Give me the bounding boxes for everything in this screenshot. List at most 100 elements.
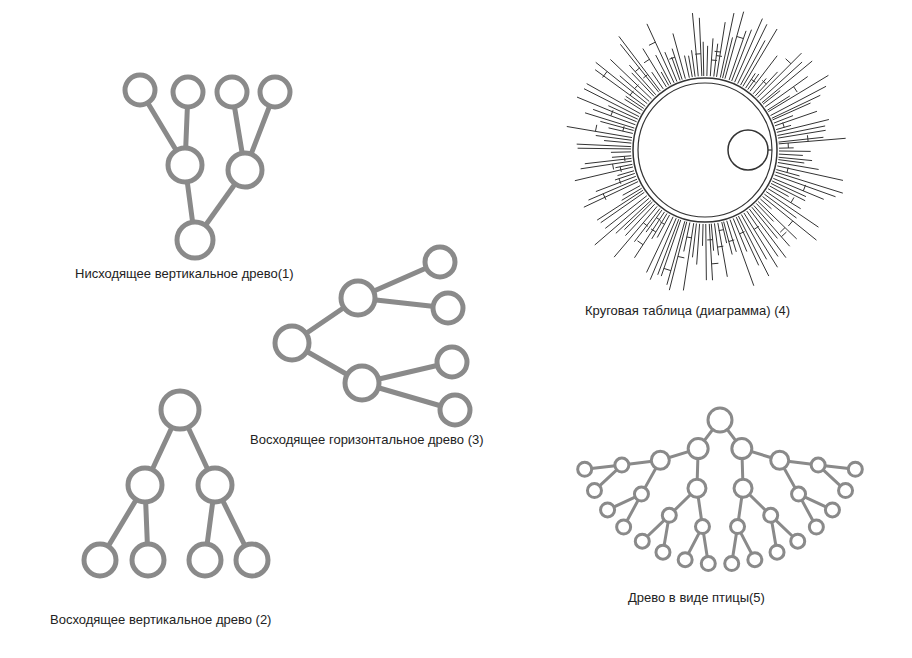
ray-line: [727, 221, 737, 252]
branch-tick: [707, 239, 712, 240]
ray-line: [608, 106, 637, 119]
caption-label: Нисходящее вертикальное древо(1): [75, 266, 294, 282]
branch-tick: [623, 126, 624, 131]
ray-line: [632, 73, 654, 96]
ray-line: [711, 224, 713, 251]
ascending-vertical-tree: [84, 391, 268, 576]
branch-tick: [603, 194, 606, 200]
ray-line: [710, 38, 713, 76]
ray-line: [689, 56, 693, 77]
branch-tick: [781, 232, 786, 237]
ray-line: [577, 144, 631, 146]
branch-tick: [603, 71, 608, 77]
ray-line: [685, 56, 690, 78]
tree-circle: [811, 458, 825, 472]
ray-line: [578, 148, 631, 150]
ray-line: [634, 212, 664, 258]
ray-line: [762, 61, 812, 103]
tree-circle: [725, 557, 739, 571]
ray-line: [575, 167, 633, 181]
branch-tick: [630, 91, 633, 95]
ray-line: [741, 40, 765, 85]
ray-line: [766, 192, 818, 228]
ray-line: [699, 18, 701, 76]
ray-line: [647, 24, 674, 83]
ray-line: [767, 96, 789, 110]
ray-line: [596, 176, 636, 191]
inner-circle: [728, 130, 768, 170]
ray-line: [735, 19, 763, 83]
caption-holder: Нисходящее вертикальное древо(1): [75, 266, 294, 282]
ray-line: [620, 44, 658, 92]
tree-circle: [695, 520, 709, 534]
branch-tick: [695, 53, 701, 54]
ray-line: [778, 163, 819, 170]
ray-line: [609, 128, 633, 134]
tree-circle: [731, 520, 745, 534]
branch-tick: [716, 55, 722, 57]
ray-line: [779, 150, 811, 151]
branch-tick: [711, 59, 716, 61]
ray-line: [717, 22, 726, 77]
branch-tick: [664, 268, 671, 270]
ray-line: [773, 103, 811, 120]
ray-line: [750, 56, 777, 92]
branch-tick: [786, 59, 791, 64]
tree-circle: [662, 508, 676, 522]
ray-line: [722, 222, 727, 243]
ray-line: [625, 99, 643, 110]
ray-line: [692, 13, 698, 76]
ray-line: [770, 86, 826, 115]
ray-line: [567, 126, 632, 137]
ray-line: [749, 209, 785, 257]
caption-label: Круговая таблица (диаграмма) (4): [585, 303, 790, 319]
tree-circle: [701, 557, 715, 571]
ray-line: [614, 206, 657, 257]
ray-line: [587, 84, 641, 114]
caption-label: Восходящее вертикальное древо (2): [50, 612, 271, 628]
ray-line: [601, 192, 645, 222]
ray-line: [692, 50, 696, 76]
tree-circle: [748, 553, 762, 567]
tree-circle: [651, 451, 669, 469]
branch-tick: [794, 87, 798, 92]
branch-tick: [788, 143, 789, 148]
ray-line: [706, 46, 708, 76]
ray-line: [588, 179, 637, 200]
tree-circle: [848, 462, 862, 476]
ray-line: [779, 138, 846, 144]
ray-line: [634, 209, 659, 242]
ray-line: [720, 13, 734, 78]
ray-line: [610, 59, 651, 98]
ray-line: [620, 76, 649, 102]
ray-line: [779, 147, 794, 148]
ray-line: [615, 173, 635, 180]
ring: [633, 78, 777, 222]
tree-circle: [635, 534, 649, 548]
ray-line: [703, 42, 705, 76]
branch-tick: [737, 36, 744, 38]
branch-tick: [643, 74, 647, 78]
ray-line: [768, 189, 801, 209]
ray-line: [596, 62, 648, 103]
ray-line: [673, 33, 685, 78]
ray-line: [754, 206, 790, 247]
ray-line: [619, 36, 660, 91]
ray-line: [779, 137, 824, 142]
branch-tick: [611, 110, 613, 116]
branch-tick: [619, 179, 621, 184]
ray-line: [752, 207, 778, 238]
branch-tick: [803, 185, 805, 191]
caption-label: Восходящее горизонтальное древо (3): [250, 432, 484, 448]
branch-tick: [762, 80, 766, 84]
branch-tick: [740, 232, 745, 234]
ray-line: [772, 95, 820, 118]
ray-line: [758, 202, 797, 239]
caption-holder: Восходящее горизонтальное древо (3): [250, 432, 484, 448]
ray-line: [581, 161, 632, 169]
ray-line: [652, 72, 663, 89]
ray-line: [776, 172, 843, 193]
tree-circle: [825, 503, 839, 517]
ray-line: [615, 164, 632, 167]
